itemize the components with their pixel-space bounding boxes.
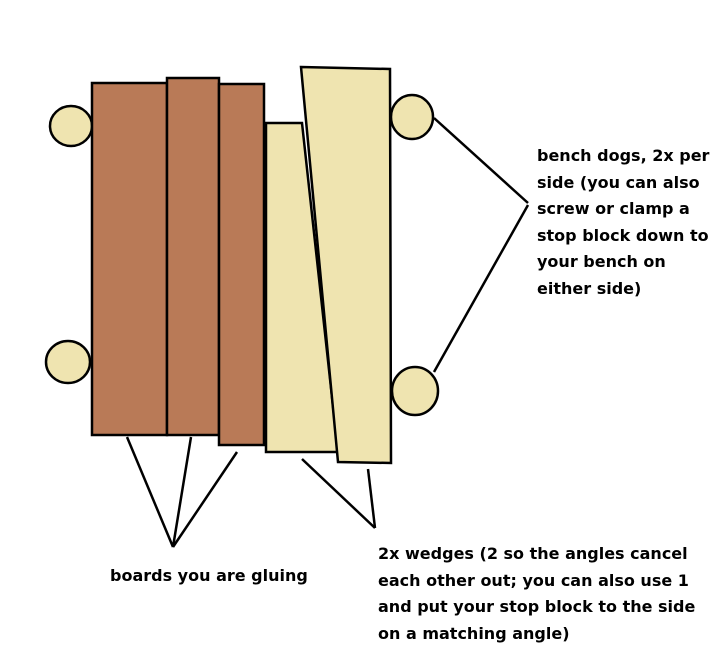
bench-dog-left-bottom <box>44 339 92 385</box>
bench-dogs-label-line: your bench on <box>537 252 666 271</box>
leader-line-wedge-left <box>301 458 376 529</box>
board-3 <box>217 82 266 447</box>
leader-line-board-2 <box>171 436 193 548</box>
boards-label: boards you are gluing <box>110 563 308 590</box>
leader-line-board-3 <box>171 451 239 548</box>
wedges-label-line: each other out; you can also use 1 <box>378 570 689 590</box>
bench-dog-right-bottom <box>390 365 440 417</box>
leader-line-board-1 <box>125 436 175 548</box>
board-1 <box>90 81 169 437</box>
bench-dog-left-top <box>48 104 94 148</box>
wedges-label: 2x wedges (2 so the angles cancel each o… <box>378 541 695 647</box>
wedges-label-line: on a matching angle) <box>378 623 570 643</box>
bench-dogs-label: bench dogs, 2x per side (you can also sc… <box>537 143 709 302</box>
wedges-label-line: 2x wedges (2 so the angles cancel <box>378 544 688 563</box>
wedges-label-line: and put your stop block to the side <box>378 597 696 616</box>
boards-label-line: boards you are gluing <box>110 566 308 585</box>
bench-dogs-label-line: either side) <box>537 278 642 298</box>
leader-line-wedge-right <box>366 468 377 529</box>
leader-line-dog-bottom <box>432 204 530 373</box>
bench-dogs-label-line: bench dogs, 2x per <box>537 146 710 165</box>
bench-dogs-label-line: screw or clamp a <box>537 199 690 218</box>
bench-dog-right-top <box>389 93 435 141</box>
wedge-right <box>299 65 393 465</box>
board-2 <box>165 76 221 437</box>
bench-dogs-label-line: stop block down to <box>537 225 709 245</box>
leader-line-dog-top <box>433 117 529 204</box>
bench-dogs-label-line: side (you can also <box>537 172 700 192</box>
